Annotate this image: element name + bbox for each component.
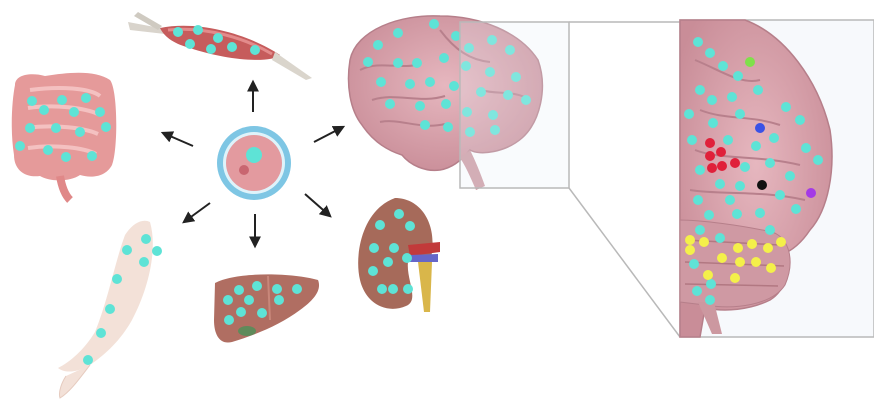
muscle-icon <box>128 12 312 80</box>
liver-icon <box>214 274 319 342</box>
intestine-icon <box>12 73 117 200</box>
stem-cell-icon <box>217 126 291 200</box>
arm-icon <box>58 221 162 398</box>
kidney-icon <box>358 198 440 312</box>
arrow-to-arm <box>184 203 210 222</box>
arrow-to-brain <box>314 127 343 142</box>
arrow-to-intestine <box>163 133 193 146</box>
zoom-lines <box>460 22 680 337</box>
brain-zoom-icon <box>680 20 874 337</box>
zoom-source-box <box>460 22 569 188</box>
arrow-to-kidney <box>305 194 330 216</box>
